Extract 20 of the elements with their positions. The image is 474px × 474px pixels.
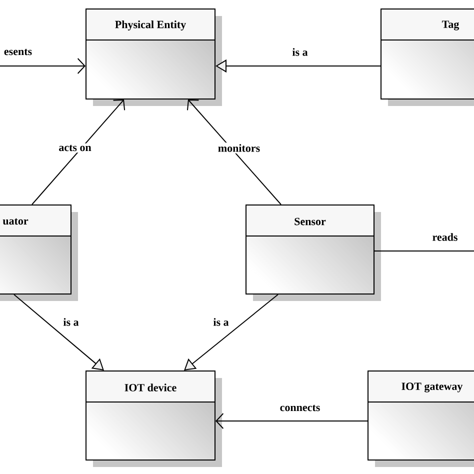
edge-label: monitors (216, 142, 262, 154)
arrow (216, 413, 368, 429)
arrow (32, 100, 126, 205)
edge-label: is a (290, 46, 310, 58)
class-box: IOT device (86, 370, 222, 467)
class-box: Physical Entity (86, 8, 222, 106)
arrow (0, 58, 86, 74)
arrow (186, 100, 282, 205)
edge-label: acts on (57, 143, 93, 153)
arrow (184, 294, 278, 370)
edge-label: connects (278, 403, 322, 413)
arrow (14, 294, 104, 370)
edge-label: is a (212, 316, 230, 328)
class-box: Sensor (246, 204, 381, 301)
class-box: Tag (380, 8, 474, 106)
class-box: uator (0, 204, 78, 301)
edge-label: reads (430, 232, 460, 242)
edge-label: esents (2, 47, 34, 57)
edge-label: is a (62, 316, 80, 328)
class-box: IOT gateway (368, 370, 474, 467)
